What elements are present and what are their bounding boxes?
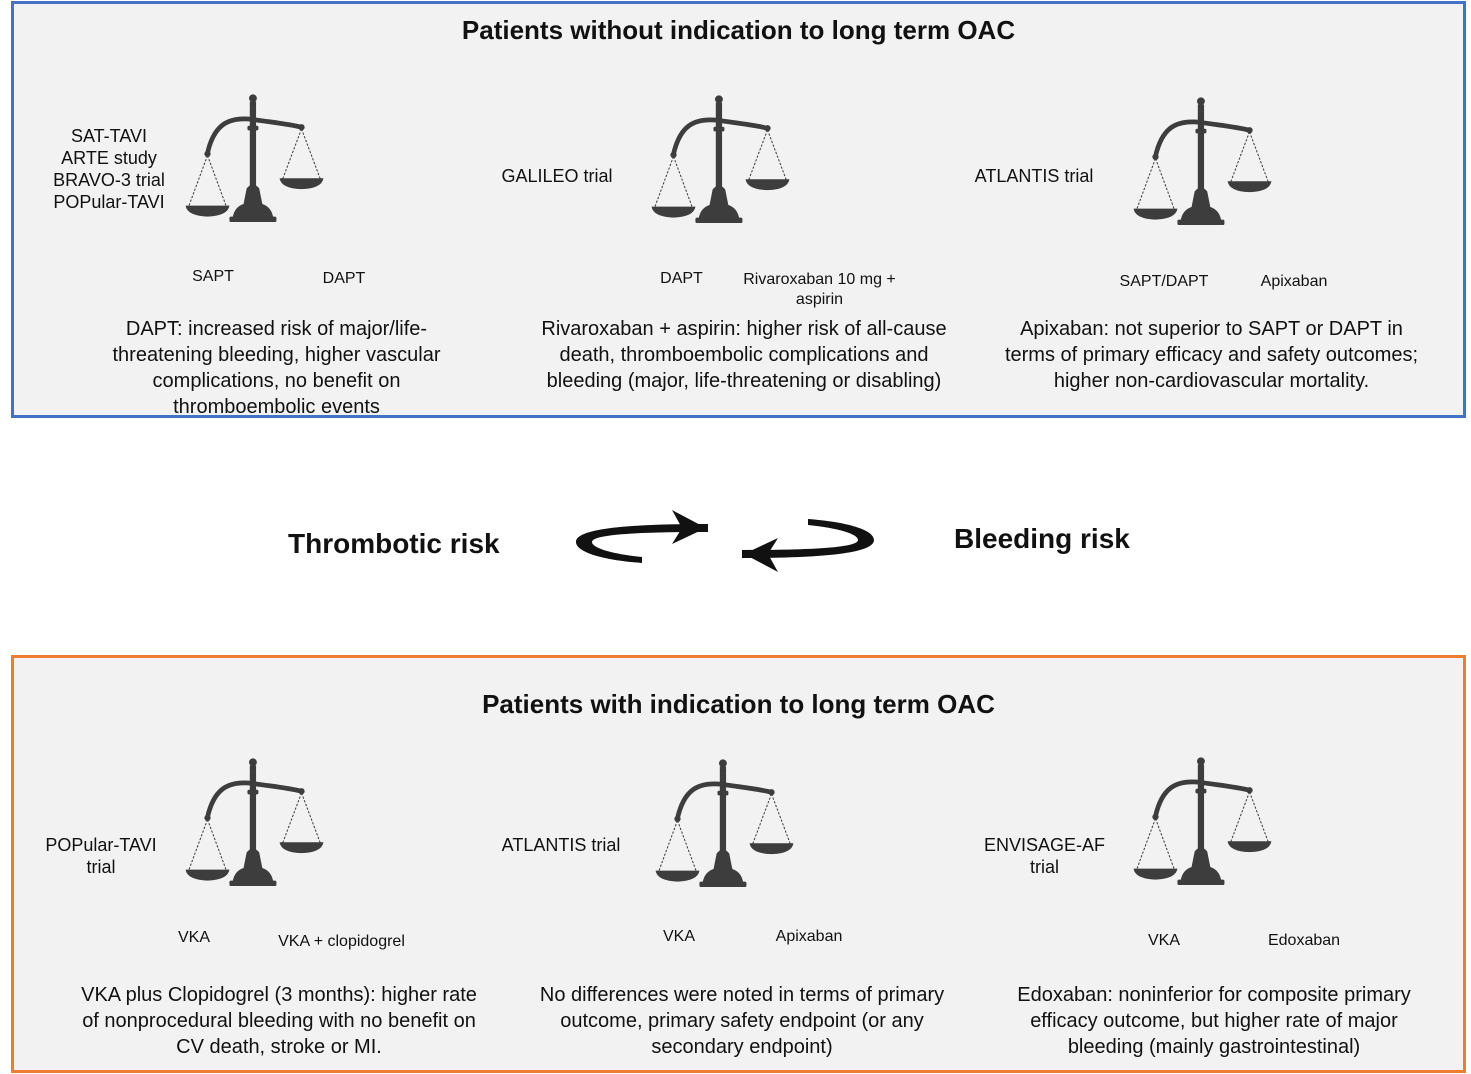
finding-text: No differences were noted in terms of pr… (539, 984, 945, 1058)
finding-text: Edoxaban: noninferior for composite prim… (1017, 984, 1411, 1058)
left-option: SAPT (192, 268, 234, 285)
balance-scale-icon (1132, 82, 1320, 242)
left-option: VKA (177, 929, 210, 946)
right-option: Edoxaban (1267, 932, 1341, 949)
balance-scale-icon (1132, 742, 1320, 902)
right-option: Apixaban (775, 928, 843, 945)
thrombotic-risk-label: Thrombotic risk (288, 528, 500, 559)
panel-without-oac: Patients without indication to long term… (11, 1, 1466, 418)
balance-scale-icon (654, 744, 842, 904)
right-option: Apixaban (1260, 273, 1328, 290)
balance-scale-icon (650, 80, 838, 240)
left-option: SAPT/DAPT (1119, 273, 1209, 290)
right-option: VKA + clopidogrel (278, 933, 405, 950)
balance-scale-icon (184, 742, 372, 904)
right-option: Rivaroxaban 10 mg + aspirin (743, 271, 896, 308)
finding-text: DAPT: increased risk of major/life-threa… (112, 318, 441, 418)
left-option: VKA (662, 928, 695, 945)
panel-with-oac: Patients with indication to long term OA… (11, 655, 1466, 1073)
circular-arrows-icon (576, 510, 874, 572)
trial-names: POPular-TAVI trial (45, 835, 157, 877)
finding-text: VKA plus Clopidogrel (3 months): higher … (81, 984, 477, 1058)
balance-scale-icon (184, 78, 372, 240)
right-option: DAPT (322, 270, 366, 287)
bleeding-risk-label: Bleeding risk (954, 523, 1130, 554)
finding-text: Apixaban: not superior to SAPT or DAPT i… (1004, 318, 1419, 392)
trial-names: ATLANTIS trial (501, 835, 621, 855)
finding-text: Rivaroxaban + aspirin: higher risk of al… (541, 318, 947, 392)
panel-title: Patients without indication to long term… (461, 15, 1016, 45)
trial-names: SAT-TAVI ARTE study BRAVO-3 trial POPula… (53, 126, 165, 212)
panel-title: Patients with indication to long term OA… (482, 689, 995, 719)
trial-names: ENVISAGE-AF trial (983, 835, 1106, 877)
left-option: DAPT (660, 270, 703, 287)
left-option: VKA (1147, 932, 1180, 949)
trial-names: ATLANTIS trial (974, 166, 1094, 186)
trial-names: GALILEO trial (501, 166, 613, 186)
